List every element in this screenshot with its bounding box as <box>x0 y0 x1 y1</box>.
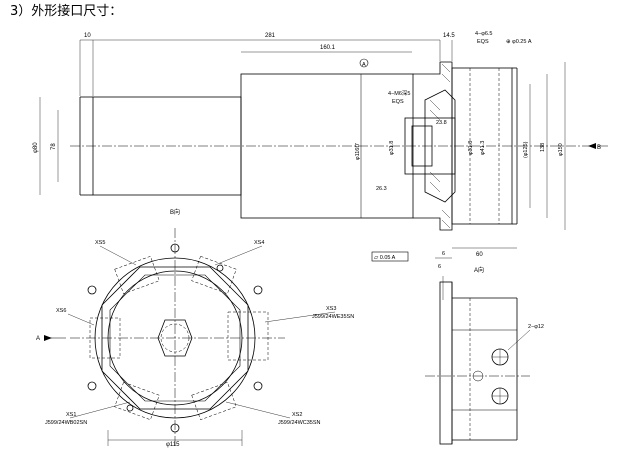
a-view-label: A向 <box>474 266 484 274</box>
dim-60: 60 <box>476 252 483 258</box>
dim-160: 160.1 <box>320 45 336 51</box>
end-view-labels: XS5 XS4 XS6 XS3 J599/24WE35SN XS1 J599/2… <box>36 240 354 448</box>
datum-a: A <box>362 62 366 68</box>
end-view-a <box>425 276 531 445</box>
xs1-label: XS1 <box>66 412 76 418</box>
xs2-spec: J599/24WC35SN <box>278 420 321 426</box>
dim-14-5: 14.5 <box>443 33 455 39</box>
dim-115: φ115 <box>166 442 180 448</box>
eqs-1: EQS <box>477 39 489 45</box>
dim-78: 78 <box>51 143 57 150</box>
dim-41-3: φ41.3 <box>480 141 486 155</box>
side-view-labels: 10 281 160.1 14.5 4−φ6.5 EQS ⊕ φ0.25 A 4… <box>33 31 601 274</box>
end-view-b <box>67 228 336 446</box>
xs4-label: XS4 <box>254 240 264 246</box>
side-view <box>39 39 610 262</box>
datum-a-circle <box>359 58 369 68</box>
dim-23-8: 23.8 <box>436 120 447 126</box>
dim-150: φ150 <box>558 143 564 156</box>
thread-spec: 4−M6深5 <box>388 89 410 97</box>
dim-125: (φ125) <box>523 141 529 158</box>
xs3-spec: J599/24WE35SN <box>312 314 354 320</box>
dim-116: φ116f7 <box>355 143 361 160</box>
dim-138: 138 <box>540 143 546 152</box>
dim-26-3: 26.3 <box>376 186 387 192</box>
xs2-label: XS2 <box>292 412 302 418</box>
arrow-b-label: B <box>597 145 601 151</box>
arrow-b-icon <box>588 143 596 149</box>
arrow-a-label: A <box>36 336 40 342</box>
section-heading: 3）外形接口尺寸： <box>10 4 123 19</box>
dim-6-b: 6 <box>438 264 441 270</box>
position-tolerance: ⊕ φ0.25 A <box>506 39 532 45</box>
dim-80: φ80 <box>33 142 39 153</box>
xs1-spec: J599/24WB02SN <box>45 420 87 426</box>
hole-2-12: 2−φ12 <box>528 324 544 330</box>
dim-6-a: 6 <box>442 251 445 257</box>
xs5-label: XS5 <box>95 240 105 246</box>
xs3-label: XS3 <box>326 306 336 312</box>
dim-10: 10 <box>84 33 91 39</box>
flatness-tolerance: ⏥ 0.05 A <box>374 255 396 261</box>
a-view-labels: 2−φ12 <box>528 324 544 330</box>
dim-281: 281 <box>265 33 276 39</box>
b-view-label: B向 <box>170 208 180 216</box>
eqs-2: EQS <box>392 99 404 105</box>
dim-31-8-a: φ31.8 <box>389 141 395 155</box>
xs6-label: XS6 <box>56 308 66 314</box>
hole-spec: 4−φ6.5 <box>475 31 492 37</box>
dim-31-8-b: φ31.8 <box>468 141 474 155</box>
